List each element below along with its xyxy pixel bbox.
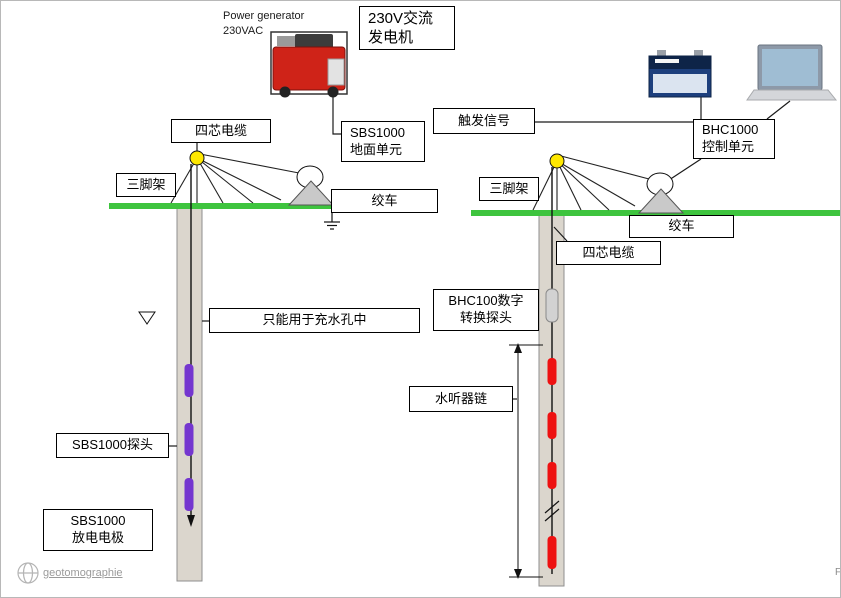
laptop-to-control-line (766, 100, 791, 120)
cable-break-marks (544, 500, 560, 522)
tripod-right (532, 155, 650, 211)
ground-line-left (109, 203, 347, 209)
hydrophone-4 (547, 536, 557, 569)
label-winch-right-text: 绞车 (668, 218, 695, 234)
label-water-note: 只能用于充水孔中 (209, 308, 420, 333)
label-water-note-text: 只能用于充水孔中 (262, 312, 367, 328)
label-tripod-left: 三脚架 (116, 173, 176, 197)
label-discharge-electrode: SBS1000 放电电极 (43, 509, 153, 551)
label-converter-line2: 转换探头 (459, 310, 512, 325)
label-ground-unit: SBS1000 地面单元 (341, 121, 425, 162)
label-ground-unit-line2: 地面单元 (350, 141, 403, 157)
label-cable-left: 四芯电缆 (171, 119, 271, 143)
dimension-arrow-bottom (514, 569, 522, 579)
cable-left-end-arrow (187, 515, 195, 527)
connector-lines (169, 97, 791, 447)
water-table-symbol (138, 311, 156, 325)
label-converter-line1: BHC100数字 (448, 293, 524, 309)
label-winch-left: 绞车 (331, 189, 438, 213)
laptop-graphic (746, 44, 838, 101)
label-winch-right: 绞车 (629, 215, 734, 238)
label-ac-generator-line2: 发电机 (368, 29, 414, 46)
dimension-arrow-top (514, 343, 522, 353)
logo-text: geotomographie (43, 567, 123, 579)
cable-right-label-connector (553, 226, 568, 242)
label-tripod-right: 三脚架 (479, 177, 539, 201)
label-trigger-signal-text: 触发信号 (457, 112, 510, 128)
battery-graphic (648, 50, 712, 98)
page-letter: F (835, 567, 841, 578)
generator-to-ground-unit-line (332, 97, 341, 135)
label-control-unit-line1: BHC1000 (702, 122, 759, 138)
label-tripod-left-text: 三脚架 (126, 176, 166, 192)
pulley-right (549, 153, 565, 169)
pulley-left (189, 150, 205, 166)
electrode-3 (184, 478, 194, 511)
label-trigger-signal: 触发信号 (433, 108, 535, 134)
electrode-1 (184, 364, 194, 397)
control-to-winch-cable (665, 158, 702, 183)
winch-right-graphic (637, 172, 685, 214)
label-ac-generator: 230V交流 发电机 (359, 6, 455, 50)
digital-converter-probe (545, 288, 559, 323)
earth-ground-symbol (324, 213, 340, 230)
generator-caption-line2: 230VAC (223, 24, 264, 37)
tripod-left (170, 153, 300, 204)
label-probe: SBS1000探头 (56, 433, 169, 458)
winch-left-graphic (287, 165, 335, 206)
label-ac-generator-line1: 230V交流 (368, 9, 434, 27)
discharge-electrodes (184, 364, 194, 511)
generator-graphic (270, 31, 348, 98)
hydrophone-1 (547, 358, 557, 385)
hydrophone-elements (547, 358, 557, 569)
label-cable-left-text: 四芯电缆 (194, 122, 247, 138)
generator-caption: Power generator 230VAC (223, 9, 304, 39)
label-hydrophone-chain-text: 水听器链 (434, 390, 487, 406)
dimension-line (509, 344, 543, 578)
label-control-unit: BHC1000 控制单元 (693, 119, 775, 159)
label-electrode-line2: 放电电极 (71, 530, 124, 545)
generator-caption-line1: Power generator (223, 10, 305, 22)
label-converter-probe: BHC100数字 转换探头 (433, 289, 539, 331)
hydrophone-3 (547, 462, 557, 489)
label-cable-right: 四芯电缆 (556, 241, 661, 265)
label-probe-text: SBS1000探头 (72, 437, 153, 453)
electrode-2 (184, 423, 194, 456)
hydrophone-2 (547, 412, 557, 439)
label-electrode-line1: SBS1000 (70, 513, 126, 529)
label-ground-unit-line1: SBS1000 (350, 124, 405, 140)
label-winch-left-text: 绞车 (371, 192, 398, 208)
logo-globe-icon (17, 562, 39, 584)
label-hydrophone-chain: 水听器链 (409, 386, 513, 412)
label-cable-right-text: 四芯电缆 (582, 244, 635, 260)
label-tripod-right-text: 三脚架 (489, 180, 529, 196)
label-control-unit-line2: 控制单元 (702, 139, 755, 154)
